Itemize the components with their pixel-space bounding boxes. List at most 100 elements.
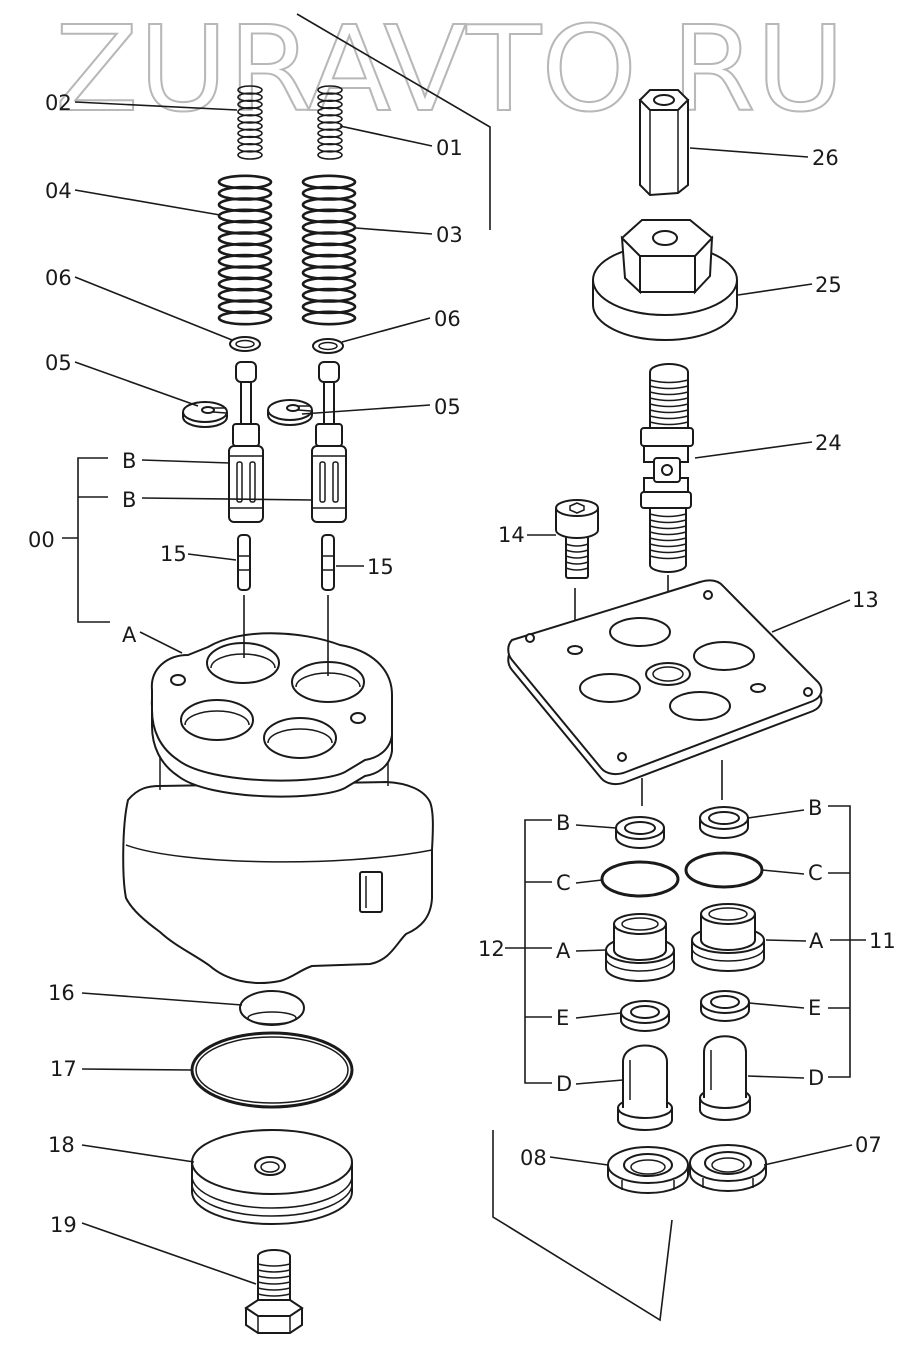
washer-bore xyxy=(708,811,740,825)
callout-11: 11 xyxy=(869,929,896,953)
washer-inner xyxy=(235,339,255,349)
group-frame-top xyxy=(296,13,491,230)
callout-24: 24 xyxy=(815,431,842,455)
plunger-body xyxy=(703,1035,747,1098)
callout-15-right: 15 xyxy=(367,555,394,579)
washer-E-left xyxy=(620,1000,670,1032)
spool-body xyxy=(311,445,347,523)
callout-07: 07 xyxy=(855,1133,882,1157)
callout-17: 17 xyxy=(50,1057,77,1081)
leader-19 xyxy=(81,1222,257,1285)
spring-coil xyxy=(217,310,273,326)
sleeve-A-left xyxy=(605,913,675,982)
callout-04: 04 xyxy=(45,179,72,203)
housing-bolt-hole xyxy=(350,712,366,724)
plate-screw-hole xyxy=(567,645,583,655)
plate-groove xyxy=(191,1175,353,1217)
spool-rod xyxy=(240,381,252,427)
callout-19: 19 xyxy=(50,1213,77,1237)
spool-grooves xyxy=(229,455,263,509)
callout-12-E: E xyxy=(556,1006,569,1030)
spring-02 xyxy=(237,85,263,160)
callout-11-D: D xyxy=(808,1066,824,1090)
housing-body xyxy=(122,780,434,985)
bolt-19 xyxy=(244,1249,304,1334)
housing-bore-depth xyxy=(184,710,250,726)
cover-plate-13 xyxy=(507,579,823,786)
callout-25: 25 xyxy=(815,273,842,297)
nut-flats xyxy=(621,1180,675,1190)
leader-12-D xyxy=(575,1079,624,1085)
washer-B-left xyxy=(615,816,665,849)
plate-center-bore-inner xyxy=(652,666,684,682)
flange-nut-25 xyxy=(592,219,738,341)
washer-bore xyxy=(710,995,740,1009)
plate-corner-hole xyxy=(703,590,713,600)
housing-bolt-hole xyxy=(170,674,186,686)
leader-24 xyxy=(694,441,813,459)
o-ring-C-left xyxy=(600,860,680,898)
coupling-body xyxy=(639,99,689,197)
o-ring-17 xyxy=(190,1031,354,1109)
plate-hole-inner xyxy=(260,1161,280,1173)
callout-06-left: 06 xyxy=(45,266,72,290)
clip-05-right xyxy=(267,399,313,426)
bolt-head-top xyxy=(244,1299,304,1317)
leader-07 xyxy=(763,1144,853,1166)
plunger-D-left xyxy=(617,1044,673,1131)
leader-18 xyxy=(81,1144,195,1163)
spool-slot xyxy=(319,461,326,503)
leader-12-B xyxy=(575,824,617,829)
callout-12: 12 xyxy=(478,937,505,961)
plate-corner-hole xyxy=(803,687,813,697)
sleeve-bore xyxy=(621,917,659,931)
plate-corner-hole xyxy=(525,633,535,643)
leader-25 xyxy=(737,283,813,296)
callout-26: 26 xyxy=(812,146,839,170)
spring-coil xyxy=(301,310,357,326)
nut-bore-inner xyxy=(711,1157,745,1173)
dust-seal-16 xyxy=(239,990,305,1026)
callout-15-left: 15 xyxy=(160,542,187,566)
joint-shaft-24 xyxy=(640,363,694,573)
o-ring-C-right xyxy=(684,851,764,889)
spool-body xyxy=(228,445,264,523)
housing-bore xyxy=(263,717,337,759)
washer-bore xyxy=(630,1005,660,1019)
callout-A-housing: A xyxy=(122,623,137,647)
washer-outer xyxy=(312,338,344,354)
sleeve-top xyxy=(613,913,667,935)
bolt-threads xyxy=(257,1263,291,1297)
nut-front-face xyxy=(639,255,696,293)
leader-11-A xyxy=(765,939,807,942)
bottom-plate-18 xyxy=(191,1129,353,1225)
bolt-head-edges xyxy=(257,1316,291,1333)
valve-housing xyxy=(122,632,434,985)
leader-11-D xyxy=(747,1075,805,1079)
housing-bore xyxy=(180,699,254,741)
nut-flats xyxy=(702,1178,754,1188)
pin-bands xyxy=(238,555,250,571)
sleeve-bore xyxy=(708,907,748,921)
callout-01: 01 xyxy=(436,136,463,160)
callout-12-C: C xyxy=(556,871,571,895)
callout-12-A: A xyxy=(556,939,571,963)
leader-B-upper xyxy=(141,459,231,464)
callout-12-B: B xyxy=(556,811,570,835)
plunger-body xyxy=(622,1044,668,1108)
coupling-bore xyxy=(653,94,675,106)
callout-00: 00 xyxy=(28,528,55,552)
spool-right xyxy=(311,361,347,523)
o-ring-inner xyxy=(195,1036,349,1104)
leader-B-lower xyxy=(141,497,313,501)
nut-07 xyxy=(689,1144,767,1192)
callout-13: 13 xyxy=(852,588,879,612)
spool-slot xyxy=(332,461,339,503)
callout-11-C: C xyxy=(808,861,823,885)
spool-slot xyxy=(249,461,256,503)
nut-bore-inner xyxy=(630,1159,666,1175)
washer-06-left xyxy=(229,336,261,352)
clip-hole xyxy=(286,404,300,412)
nut-08 xyxy=(607,1146,689,1194)
